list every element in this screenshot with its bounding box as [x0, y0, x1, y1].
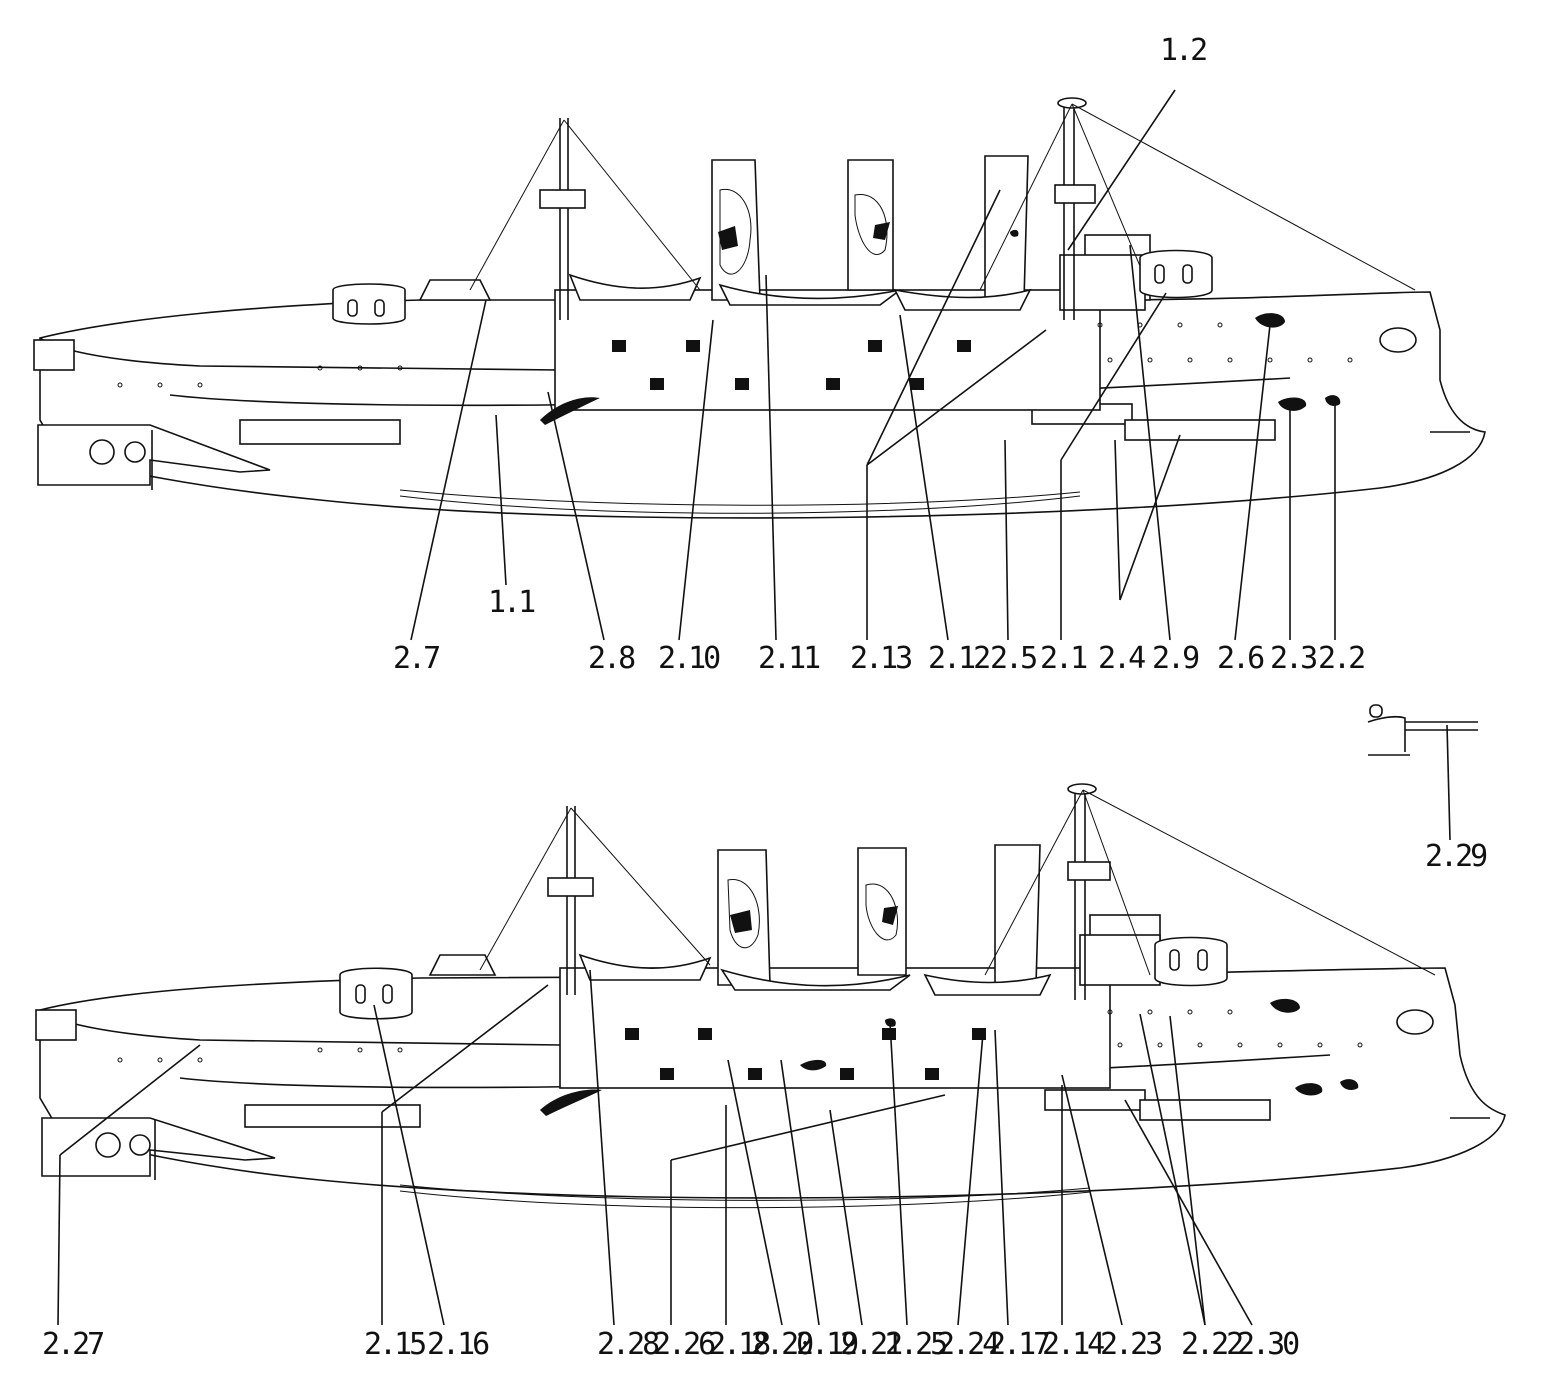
label-2-19: 2.19: [796, 1327, 858, 1362]
label-2-18: 2.18: [708, 1327, 770, 1362]
label-2-1: 2.1: [1040, 641, 1087, 676]
label-2-22: 2.22: [1181, 1327, 1242, 1362]
ship-bottom: [35, 783, 1506, 1209]
funnel-top-3: [984, 155, 1029, 301]
label-2-29: 2.29: [1425, 839, 1487, 874]
labels-top: 1.2 1.1 2.7 2.8 2.10 2.11 2.13 2.12 2.5 …: [393, 33, 1367, 676]
label-2-26: 2.26: [653, 1327, 715, 1362]
label-2-27: 2.27: [42, 1327, 103, 1362]
label-2-20: 2.20: [751, 1327, 813, 1362]
leader-lines-bottom: [57, 724, 1451, 1326]
turret-aft-bottom: [339, 967, 413, 1020]
label-2-3: 2.3: [1270, 641, 1316, 676]
label-2-11: 2.11: [758, 641, 820, 676]
label-2-25: 2.25: [885, 1327, 946, 1362]
label-2-13: 2.13: [850, 641, 911, 676]
turret-fore-bottom: [1154, 936, 1228, 987]
label-1-1: 1.1: [488, 585, 535, 620]
label-2-16: 2.16: [427, 1327, 489, 1362]
funnel-bottom-3: [994, 844, 1041, 986]
label-2-10: 2.10: [658, 641, 720, 676]
labels-bottom: 2.29 2.27 2.15 2.16 2.28 2.26 2.18 2.20 …: [42, 839, 1490, 1362]
turret-fore-top: [1139, 249, 1213, 299]
label-1-2: 1.2: [1160, 33, 1206, 68]
label-2-24: 2.24: [937, 1327, 999, 1362]
label-2-2: 2.2: [1318, 641, 1364, 676]
turret-aft-top: [332, 283, 406, 325]
label-2-9: 2.9: [1152, 641, 1199, 676]
gun-detail-inset: [1367, 704, 1478, 756]
label-2-15: 2.15: [364, 1327, 425, 1362]
label-2-23: 2.23: [1100, 1327, 1161, 1362]
label-2-8: 2.8: [588, 641, 635, 676]
funnel-bottom-2: [857, 847, 907, 976]
label-2-6: 2.6: [1217, 641, 1264, 676]
ship-top: [33, 97, 1486, 519]
leader-lines-top: [410, 89, 1336, 641]
funnel-top-1: [711, 159, 761, 301]
label-2-5: 2.5: [990, 641, 1036, 676]
label-2-21: 2.21: [840, 1327, 902, 1362]
label-2-4: 2.4: [1098, 641, 1145, 676]
label-2-28: 2.28: [597, 1327, 659, 1362]
label-2-14: 2.14: [1042, 1327, 1104, 1362]
label-2-17: 2.17: [988, 1327, 1049, 1362]
label-2-30: 2.30: [1237, 1327, 1299, 1362]
funnel-top-2: [847, 159, 894, 291]
label-2-7: 2.7: [393, 641, 439, 676]
label-2-12: 2.12: [928, 641, 989, 676]
